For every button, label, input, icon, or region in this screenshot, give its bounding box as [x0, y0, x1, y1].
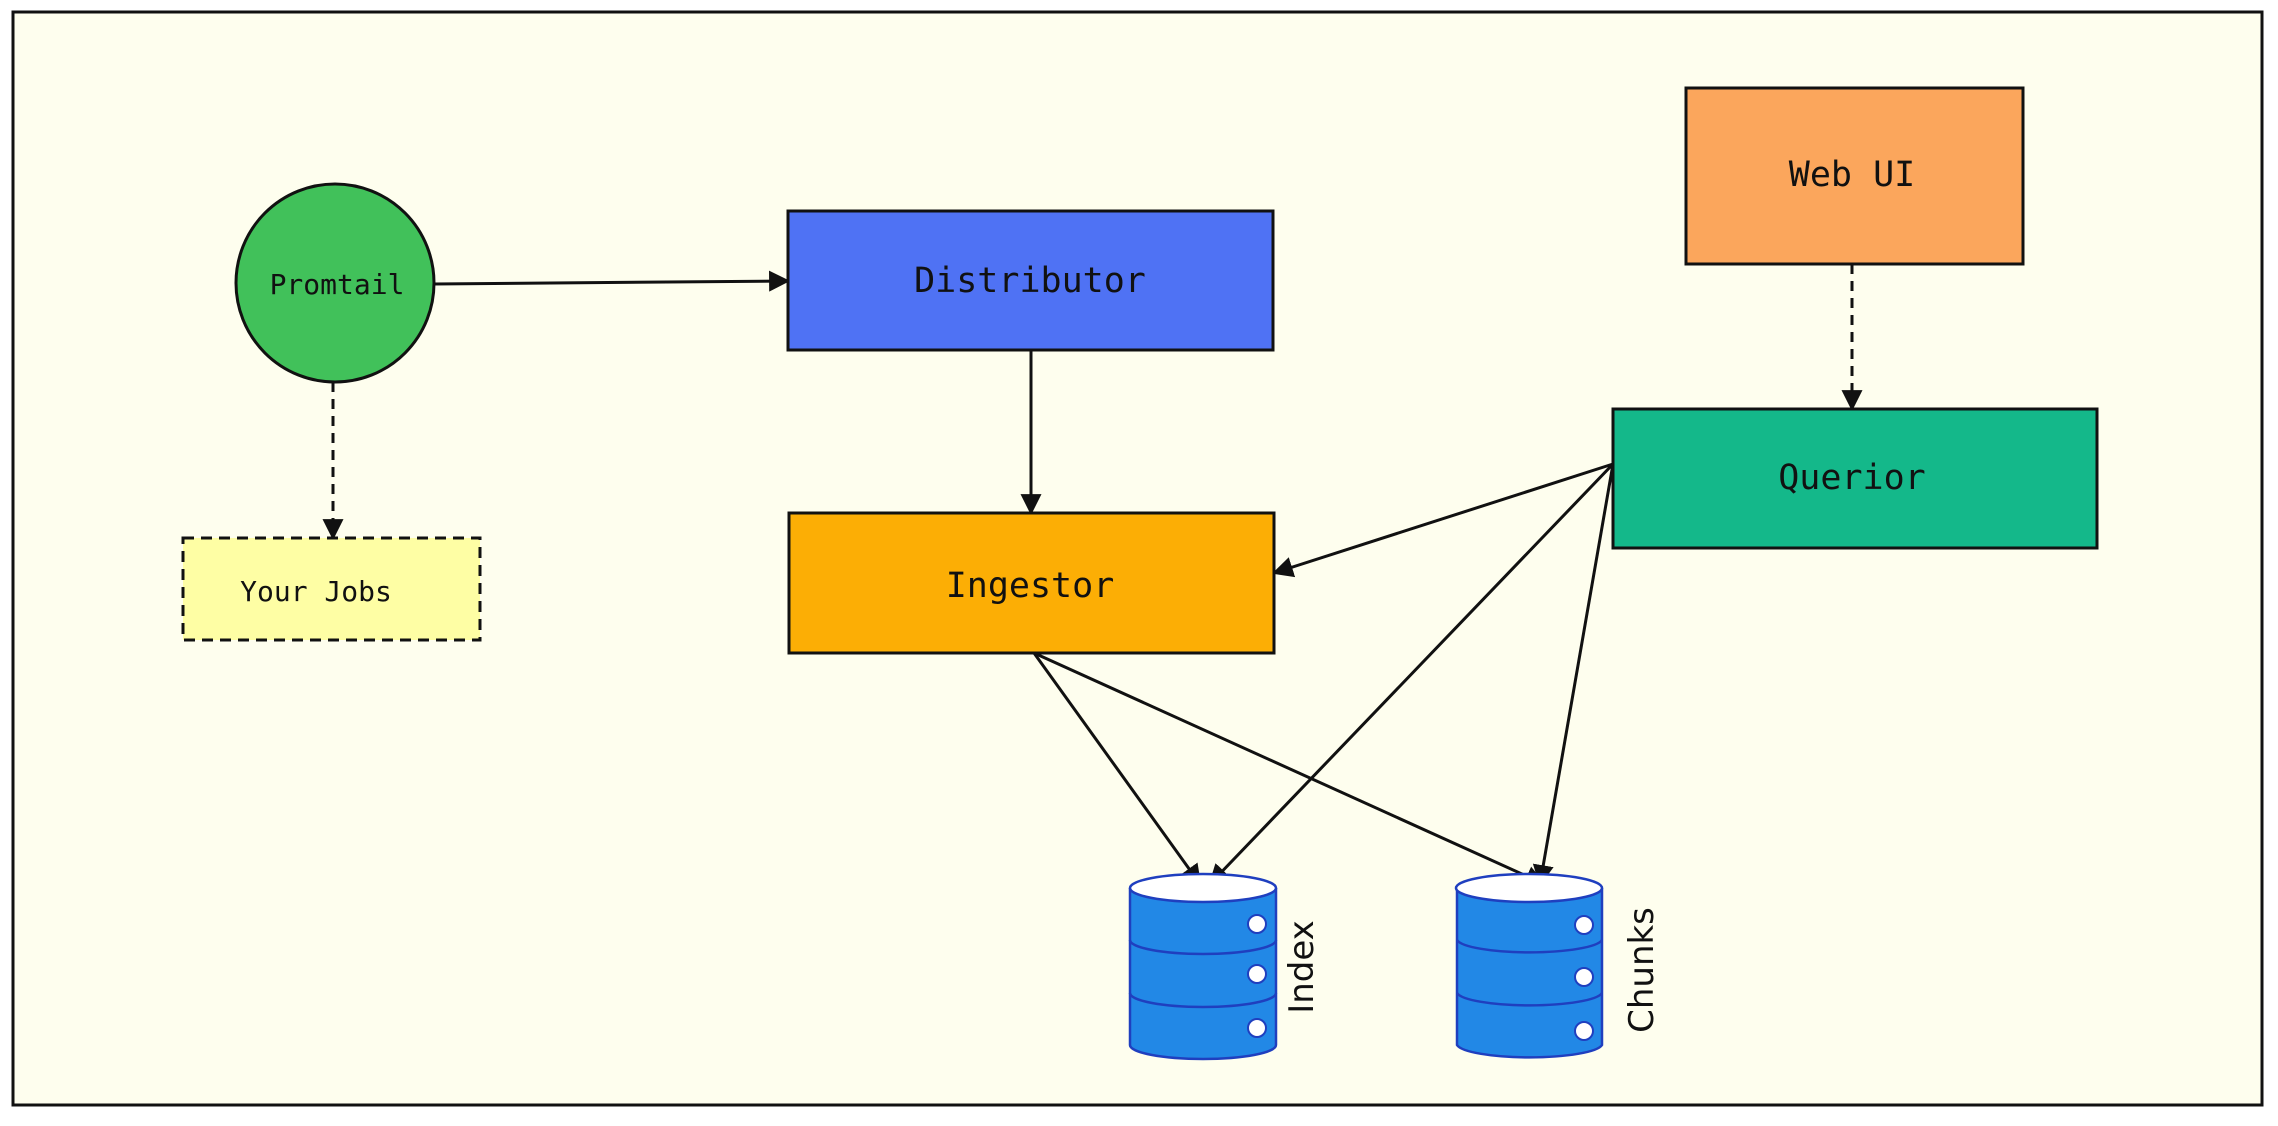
- web-ui-node[interactable]: Web UI: [1684, 86, 2025, 266]
- chunks-label: Chunks: [1622, 907, 1662, 1033]
- querior-label: Querior: [1778, 458, 1926, 498]
- distributor-label: Distributor: [914, 261, 1146, 301]
- promtail-node[interactable]: Promtail: [234, 182, 436, 384]
- chunks-database[interactable]: Chunks: [1454, 872, 1662, 1059]
- querior-box: [1611, 407, 2099, 550]
- edges: [322, 264, 1863, 887]
- edge-ingestor-to-index: [1032, 652, 1202, 886]
- distributor-box: [786, 209, 1275, 352]
- distributor-node[interactable]: Distributor: [786, 209, 1275, 352]
- index-database[interactable]: Index: [1128, 872, 1322, 1061]
- index-database-icon: [1128, 872, 1278, 1061]
- edge-querior-to-index: [1208, 462, 1615, 886]
- ingestor-label: Ingestor: [946, 566, 1115, 606]
- edge-promtail-to-distributor: [433, 270, 791, 292]
- index-label: Index: [1282, 920, 1322, 1014]
- your-jobs-label: Your Jobs: [240, 575, 392, 608]
- your-jobs-box: [181, 536, 482, 642]
- web-ui-box: [1684, 86, 2025, 266]
- ingestor-box: [787, 511, 1276, 655]
- querior-node[interactable]: Querior: [1611, 407, 2099, 550]
- edge-ingestor-to-chunks: [1033, 651, 1546, 886]
- promtail-circle: [234, 182, 436, 384]
- edge-querior-to-chunks: [1532, 463, 1615, 887]
- promtail-label: Promtail: [270, 268, 405, 301]
- your-jobs-node[interactable]: Your Jobs: [181, 536, 482, 642]
- chunks-database-icon: [1454, 872, 1604, 1059]
- web-ui-label: Web UI: [1789, 155, 1915, 195]
- ingestor-node[interactable]: Ingestor: [787, 511, 1276, 655]
- edge-querior-to-ingestor: [1272, 462, 1614, 578]
